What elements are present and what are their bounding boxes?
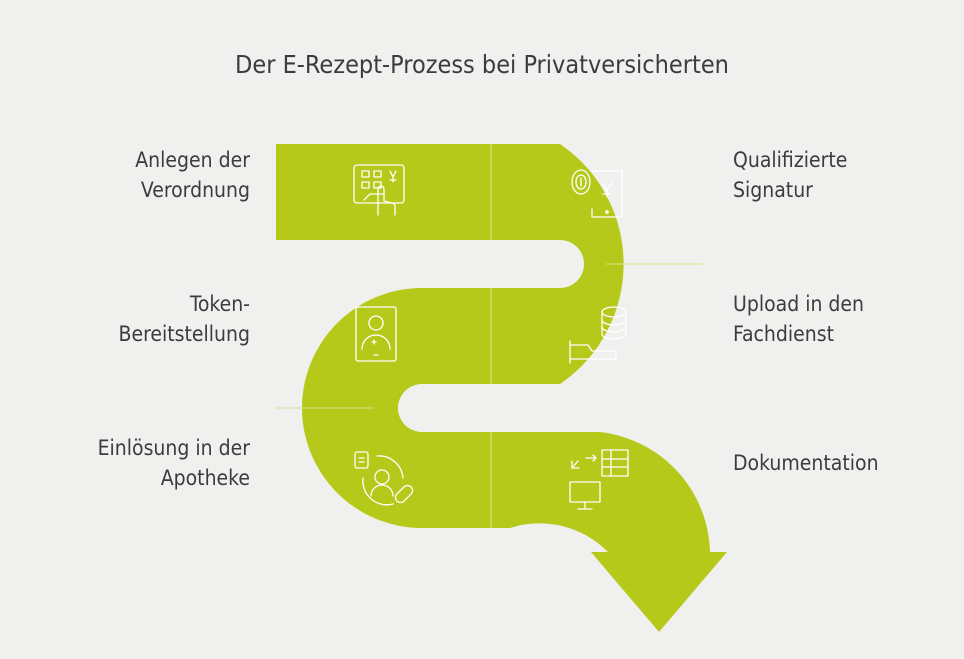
id-card-icon [355,306,397,362]
step-label-line: Fachdienst [733,322,834,346]
step-label-line: Dokumentation [733,451,879,475]
step-label-dokumentation: Dokumentation [733,448,963,478]
monitor-table-icon [569,449,629,510]
step-label-token: Token- Bereitstellung [20,289,251,349]
step-label-line: Bereitstellung [118,322,251,346]
step-label-line: Qualifizierte [733,148,848,172]
step-label-anlegen: Anlegen der Verordnung [20,145,250,205]
step-label-line: Upload in den [733,292,865,316]
step-label-line: Token- [189,292,250,316]
step-label-signatur: Qualifizierte Signatur [733,145,963,205]
segment-dividers [276,144,703,528]
step-label-line: Verordnung [140,178,250,202]
step-label-line: Signatur [733,178,813,202]
pharmacy-person-pill-icon [354,451,414,506]
database-upload-icon [569,306,627,364]
step-label-einloesung: Einlösung in der Apotheke [20,433,250,493]
fingerprint-phone-icon [571,169,623,218]
page-title: Der E-Rezept-Prozess bei Privatversicher… [235,50,729,79]
step-label-line: Einlösung in der [97,436,250,460]
process-band [276,144,727,632]
step-label-line: Anlegen der [135,148,250,172]
step-label-upload: Upload in den Fachdienst [733,289,963,349]
keypad-touch-icon [353,164,405,216]
step-label-line: Apotheke [160,466,250,490]
